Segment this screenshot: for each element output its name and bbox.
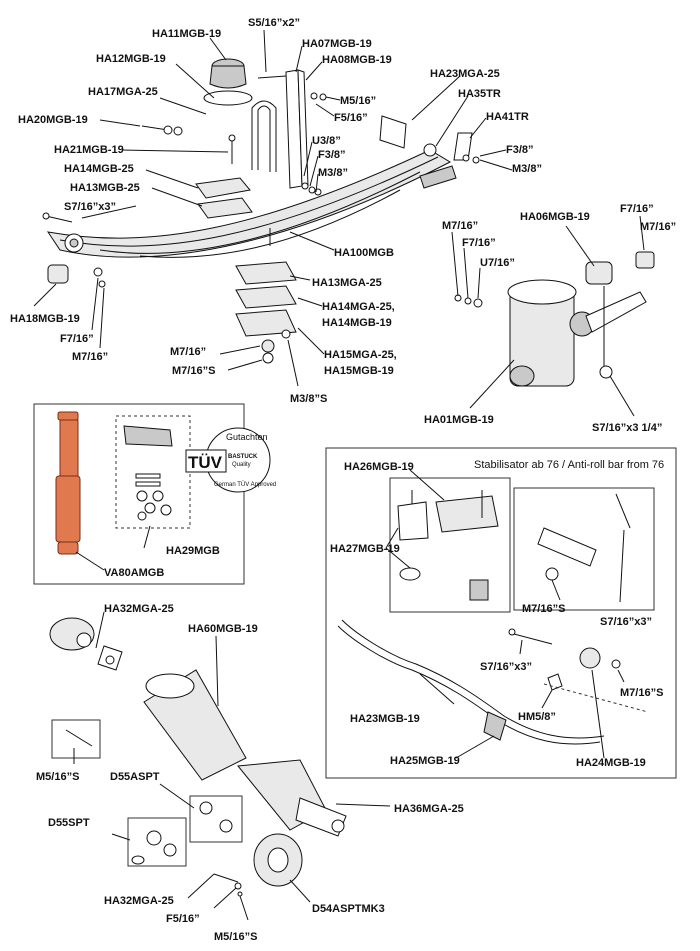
label-f7-16-a: F7/16” — [620, 203, 654, 215]
label-ha23mgb19: HA23MGB-19 — [350, 713, 420, 725]
label-ha27mgb19: HA27MGB-19 — [330, 543, 400, 555]
label-ha12mgb19: HA12MGB-19 — [96, 53, 166, 65]
label-f7-16-b: F7/16” — [462, 237, 496, 249]
label-m3-8-b: M3/8” — [512, 163, 542, 175]
label-ha01mgb19: HA01MGB-19 — [424, 414, 494, 426]
label-m7-16-b: M7/16” — [640, 221, 676, 233]
label-s7-16x3-14: S7/16”x3 1/4” — [592, 422, 662, 434]
label-ha13mgb25: HA13MGB-25 — [70, 182, 140, 194]
label-d54asptmk3: D54ASPTMK3 — [312, 903, 385, 915]
leader-lines — [33, 29, 645, 921]
label-ha26mgb19: HA26MGB-19 — [344, 461, 414, 473]
label-s5-16x2: S5/16”x2” — [248, 17, 300, 29]
leaf-spring-assembly — [42, 58, 480, 364]
label-ha17mga25: HA17MGA-25 — [88, 86, 158, 98]
anti-roll-bar-kit — [325, 447, 677, 779]
stabiliser-title-de: Stabilisator ab 76 / — [474, 459, 568, 471]
label-ha41tr: HA41TR — [486, 111, 529, 123]
label-hm5-8: HM5/8” — [518, 711, 556, 723]
label-m7-16s-a: M7/16”S — [172, 365, 215, 377]
label-f5-16-a: F5/16” — [334, 112, 368, 124]
label-ha14mgb19: HA14MGB-19 — [322, 317, 392, 329]
label-u3-8: U3/8” — [312, 135, 341, 147]
label-ha18mgb19: HA18MGB-19 — [10, 313, 80, 325]
label-ha06mgb19: HA06MGB-19 — [520, 211, 590, 223]
label-ha15mga25: HA15MGA-25, — [324, 349, 397, 361]
label-ha21mgb19: HA21MGB-19 — [54, 144, 124, 156]
tuv-approval-badge: TÜV Gutachten BASTUCK Quality German TÜV… — [185, 427, 276, 493]
label-s7-16x3-a: S7/16”x3” — [64, 201, 116, 213]
stabiliser-title-en: Anti-roll bar from 76 — [568, 459, 665, 471]
shock-absorber-kit — [33, 403, 245, 585]
label-f3-8-a: F3/8” — [318, 149, 346, 161]
label-u7-16: U7/16” — [480, 257, 515, 269]
label-s7-16x3-b: S7/16”x3” — [600, 616, 652, 628]
label-m7-16s-c: M7/16”S — [620, 687, 663, 699]
label-va80amgb: VA80AMGB — [104, 567, 164, 579]
label-m3-8s: M3/8”S — [290, 393, 327, 405]
label-f3-8-b: F3/8” — [506, 144, 534, 156]
label-m7-16-c: M7/16” — [72, 351, 108, 363]
label-d55spt: D55SPT — [48, 817, 90, 829]
label-m5-16-a: M5/16” — [340, 95, 376, 107]
label-s7-16x3-c: S7/16”x3” — [480, 661, 532, 673]
label-d55aspt: D55ASPT — [110, 771, 160, 783]
label-ha24mgb19: HA24MGB-19 — [576, 757, 646, 769]
tuv-bottom: German TÜV Approved — [214, 481, 276, 488]
label-ha36mga25: HA36MGA-25 — [394, 803, 464, 815]
label-ha29mgb: HA29MGB — [166, 545, 220, 557]
label-ha60mgb19: HA60MGB-19 — [188, 623, 258, 635]
label-ha100mgb: HA100MGB — [334, 247, 394, 259]
label-f5-16-b: F5/16” — [166, 913, 200, 925]
tuv-mark: TÜV — [188, 453, 223, 472]
label-m7-16-a: M7/16” — [442, 220, 478, 232]
label-m5-16s-a: M5/16”S — [36, 771, 79, 783]
label-ha11mgb19: HA11MGB-19 — [152, 28, 221, 40]
lever-arm-damper — [454, 251, 655, 387]
label-m7-16s-b: M7/16”S — [522, 603, 565, 615]
label-ha07mgb19: HA07MGB-19 — [302, 38, 372, 50]
label-ha35tr: HA35TR — [458, 88, 501, 100]
propshaft-assembly — [49, 617, 347, 897]
tuv-mid2: Quality — [232, 462, 251, 468]
label-ha32mga25-a: HA32MGA-25 — [104, 603, 174, 615]
tuv-top: Gutachten — [226, 432, 268, 442]
label-ha20mgb19: HA20MGB-19 — [18, 114, 88, 126]
label-ha23mga25: HA23MGA-25 — [430, 68, 500, 80]
part-labels: HA11MGB-19 S5/16”x2” HA07MGB-19 HA12MGB-… — [10, 17, 676, 943]
stabiliser-title: Stabilisator ab 76 / Anti-roll bar from … — [474, 459, 664, 471]
label-ha32mga25-b: HA32MGA-25 — [104, 895, 174, 907]
label-m7-16-d: M7/16” — [170, 346, 206, 358]
label-ha13mga25: HA13MGA-25 — [312, 277, 382, 289]
label-f7-16-c: F7/16” — [60, 333, 94, 345]
tuv-mid1: BASTUCK — [228, 454, 258, 460]
label-m5-16s-b: M5/16”S — [214, 931, 257, 943]
label-ha08mgb19: HA08MGB-19 — [322, 54, 392, 66]
label-ha14mgb25: HA14MGB-25 — [64, 163, 134, 175]
label-ha15mgb19: HA15MGB-19 — [324, 365, 394, 377]
label-ha25mgb19: HA25MGB-19 — [390, 755, 460, 767]
label-ha14mga25: HA14MGA-25, — [322, 301, 395, 313]
label-m3-8-a: M3/8” — [318, 167, 348, 179]
